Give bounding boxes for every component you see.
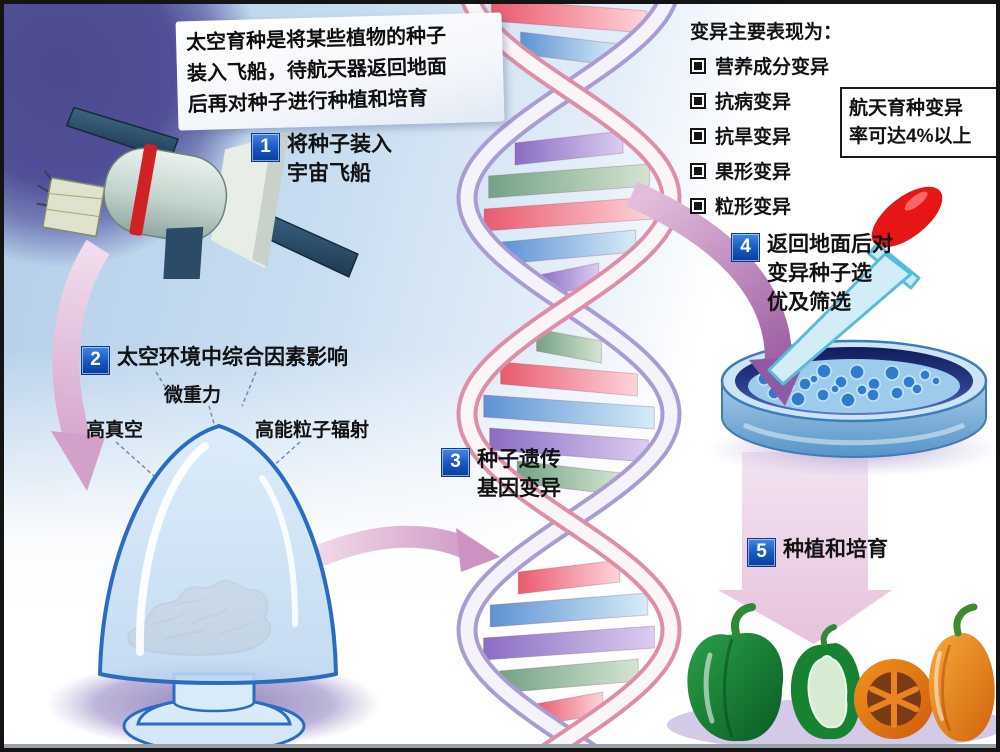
arrow-dna-to-dish	[626, 181, 792, 372]
orange-pepper-half	[854, 659, 934, 739]
step-2-badge: 2	[81, 346, 110, 375]
step-1-text: 将种子装入	[287, 133, 392, 156]
arrowhead-satellite-to-jar	[51, 431, 105, 491]
jar-dome	[98, 424, 338, 685]
mutation-panel: 变异主要表现为： 营养成分变异 抗病变异 抗旱变异 果形变异 粒形变异	[690, 17, 850, 219]
step-5-text: 种植和培育	[783, 538, 888, 561]
step-4-text: 返回地面后对	[767, 233, 893, 256]
square-bullet-icon	[690, 92, 706, 109]
bottom-border-strip	[4, 744, 996, 748]
dropper-icon	[767, 186, 943, 386]
mutation-item: 粒形变异	[690, 192, 850, 219]
rate-box-text: 率可达4%以上	[849, 125, 972, 147]
factor-microgravity: 微重力	[164, 385, 222, 406]
step-2-label: 2 太空环境中综合因素影响	[81, 344, 348, 375]
arrowhead-jar-to-dna	[456, 528, 500, 572]
dropper-bulb	[871, 186, 943, 248]
step-1-text: 宇宙飞船	[287, 161, 371, 185]
dish-glare	[742, 422, 966, 446]
bell-jar-illustration	[46, 424, 382, 748]
dish-seeds	[757, 363, 941, 408]
square-bullet-icon	[690, 127, 706, 144]
mutation-item: 抗旱变异	[690, 122, 850, 149]
step-4-badge: 4	[731, 233, 760, 262]
dropper-tube	[767, 252, 913, 386]
dna-helix-illustration	[456, 4, 682, 748]
spacecraft-illustration	[36, 106, 359, 279]
step-5-label: 5 种植和培育	[747, 536, 888, 567]
satellite-red-band	[129, 143, 158, 236]
mutation-panel-title: 变异主要表现为：	[690, 22, 843, 43]
mutation-item-text: 果形变异	[715, 162, 792, 183]
mutation-item: 果形变异	[690, 157, 850, 184]
step-4-label: 4 返回地面后对 变异种子选 优及筛选	[731, 231, 893, 318]
jar-highlight-left	[135, 442, 209, 656]
step-4-text: 变异种子选	[767, 261, 872, 285]
square-bullet-icon	[690, 162, 706, 179]
orange-pepper-whole	[929, 603, 995, 742]
square-bullet-icon	[690, 57, 706, 74]
peppers-illustration	[667, 603, 996, 748]
rate-box-text: 航天育种变异	[849, 98, 964, 119]
mutation-item: 营养成分变异	[690, 52, 850, 79]
step-3-text: 基因变异	[477, 476, 561, 500]
arrow-satellite-to-jar	[52, 239, 110, 445]
step-5-badge: 5	[747, 538, 776, 567]
factor-particle-radiation: 高能粒子辐射	[255, 420, 370, 441]
step-3-badge: 3	[441, 448, 470, 477]
mutation-item-text: 粒形变异	[715, 197, 792, 218]
engine-cone-shadow	[252, 134, 289, 267]
jar-stem	[136, 672, 292, 726]
step-2-text: 太空环境中综合因素影响	[117, 346, 348, 369]
jar-highlight-right	[259, 475, 299, 627]
factor-high-vacuum: 高真空	[86, 420, 144, 441]
green-pepper-whole	[687, 603, 784, 742]
step-4-text: 优及筛选	[767, 290, 851, 314]
step-1-label: 1 将种子装入 宇宙飞船	[251, 131, 392, 189]
step-3-label: 3 种子遗传 基因变异	[441, 446, 561, 504]
step5-arrowhead	[718, 590, 892, 644]
docking-module	[41, 176, 106, 238]
step-1-badge: 1	[251, 133, 280, 162]
satellite-flap	[163, 226, 204, 279]
step-3-text: 种子遗传	[477, 448, 561, 471]
mutation-item: 抗病变异	[690, 87, 850, 114]
mutation-rate-box: 航天育种变异 率可达4%以上	[840, 87, 996, 159]
mutation-item-text: 抗旱变异	[715, 127, 792, 148]
green-pepper-half	[791, 624, 861, 740]
intro-text-box: 太空育种是将某些植物的种子 装入飞船，待航天器返回地面 后再对种子进行种植和培育	[175, 12, 505, 131]
mutation-item-text: 营养成分变异	[715, 57, 830, 78]
arrow-jar-to-dna	[312, 525, 473, 568]
mutation-item-text: 抗病变异	[715, 92, 792, 113]
square-bullet-icon	[690, 197, 706, 214]
